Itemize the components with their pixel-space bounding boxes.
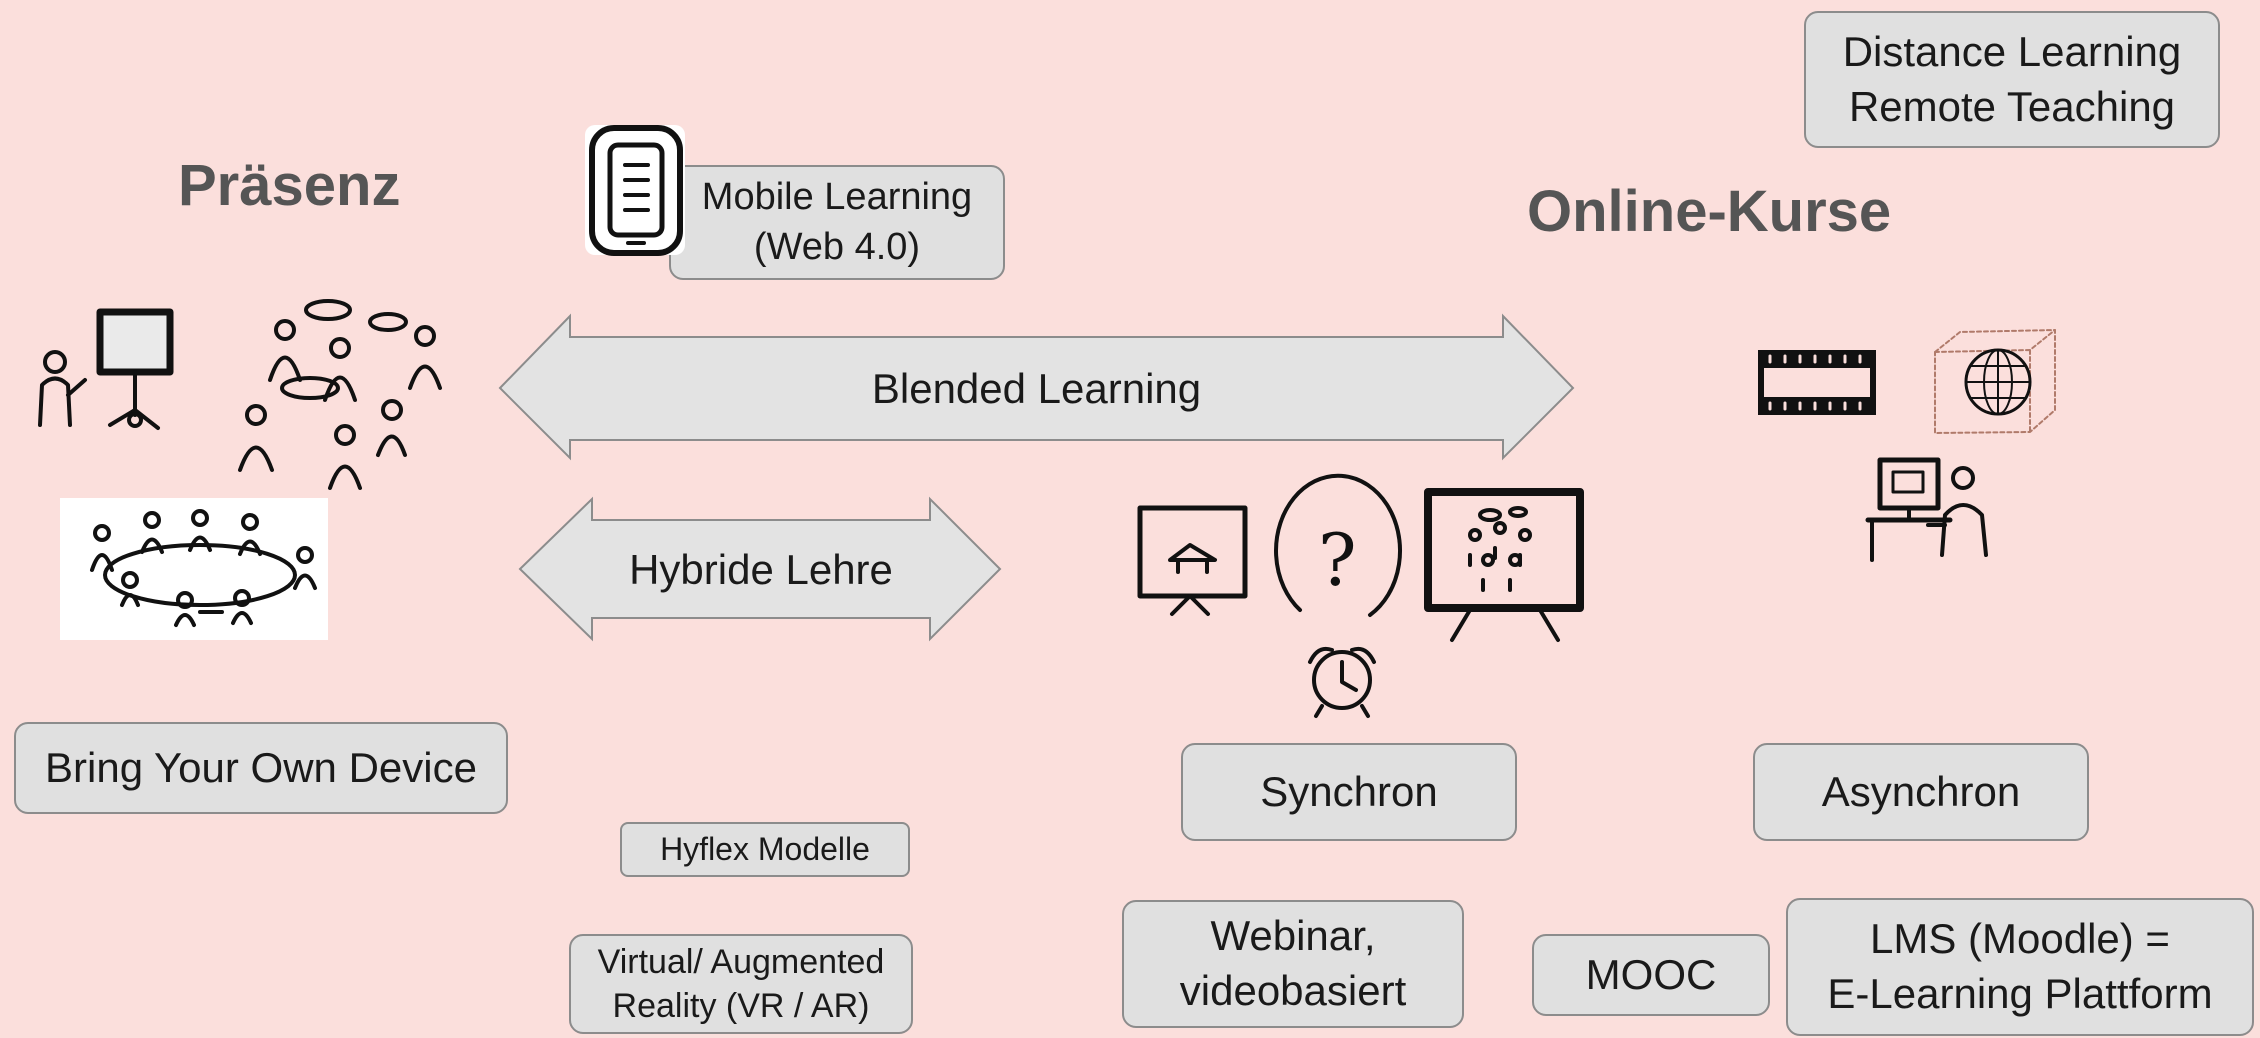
byod-box: Bring Your Own Device — [14, 722, 508, 814]
lms-line: LMS (Moodle) = — [1870, 915, 2170, 963]
group-discussion-icon — [238, 299, 442, 490]
heading-online-kurse: Online-Kurse — [1527, 179, 1892, 244]
easel-icon — [1137, 505, 1248, 616]
globe-cube-icon — [1934, 329, 2056, 434]
film-strip-icon — [1758, 350, 1876, 415]
web-version-line: (Web 4.0) — [753, 225, 921, 268]
synchron-box: Synchron — [1181, 743, 1517, 841]
question-mark-text: ? — [1318, 518, 1357, 602]
ar-line: Reality (VR / AR) — [612, 987, 870, 1025]
webinar-line: Webinar, — [1210, 912, 1376, 960]
asynchron-label: Asynchron — [1821, 767, 2021, 815]
audience-screen-icon — [1424, 488, 1584, 642]
question-icon: ? — [1274, 473, 1402, 617]
mooc-label: MOOC — [1585, 950, 1717, 998]
lms-box: LMS (Moodle) = E-Learning Plattform — [1786, 898, 2254, 1036]
remote-teaching-line: Remote Teaching — [1848, 82, 2176, 130]
blended-learning-arrow — [498, 313, 1575, 461]
hybride-lehre-label: Hybride Lehre — [629, 546, 893, 593]
computer-user-icon — [1865, 457, 1988, 562]
e-learning-line: E-Learning Plattform — [1827, 970, 2213, 1017]
synchron-label: Synchron — [1260, 767, 1438, 815]
vr-line: Virtual/ Augmented — [597, 942, 885, 981]
round-table-icon — [60, 498, 328, 640]
mobile-learning-box: Mobile Learning (Web 4.0) — [669, 165, 1005, 280]
mobile-learning-line: Mobile Learning — [701, 176, 973, 219]
webinar-box: Webinar, videobasiert — [1122, 900, 1464, 1028]
phone-icon — [585, 125, 685, 256]
heading-praesenz: Präsenz — [178, 153, 401, 218]
distance-learning-line: Distance Learning — [1842, 27, 2182, 75]
alarm-clock-icon — [1308, 646, 1376, 718]
asynchron-box: Asynchron — [1753, 743, 2089, 841]
presenter-icon — [38, 308, 174, 430]
hyflex-box: Hyflex Modelle — [620, 822, 910, 877]
videobasiert-line: videobasiert — [1179, 967, 1407, 1014]
mooc-box: MOOC — [1532, 934, 1770, 1016]
hyflex-label: Hyflex Modelle — [660, 830, 870, 867]
byod-label: Bring Your Own Device — [45, 743, 477, 791]
hybride-lehre-arrow — [518, 496, 1002, 642]
blended-learning-label: Blended Learning — [871, 365, 1202, 412]
